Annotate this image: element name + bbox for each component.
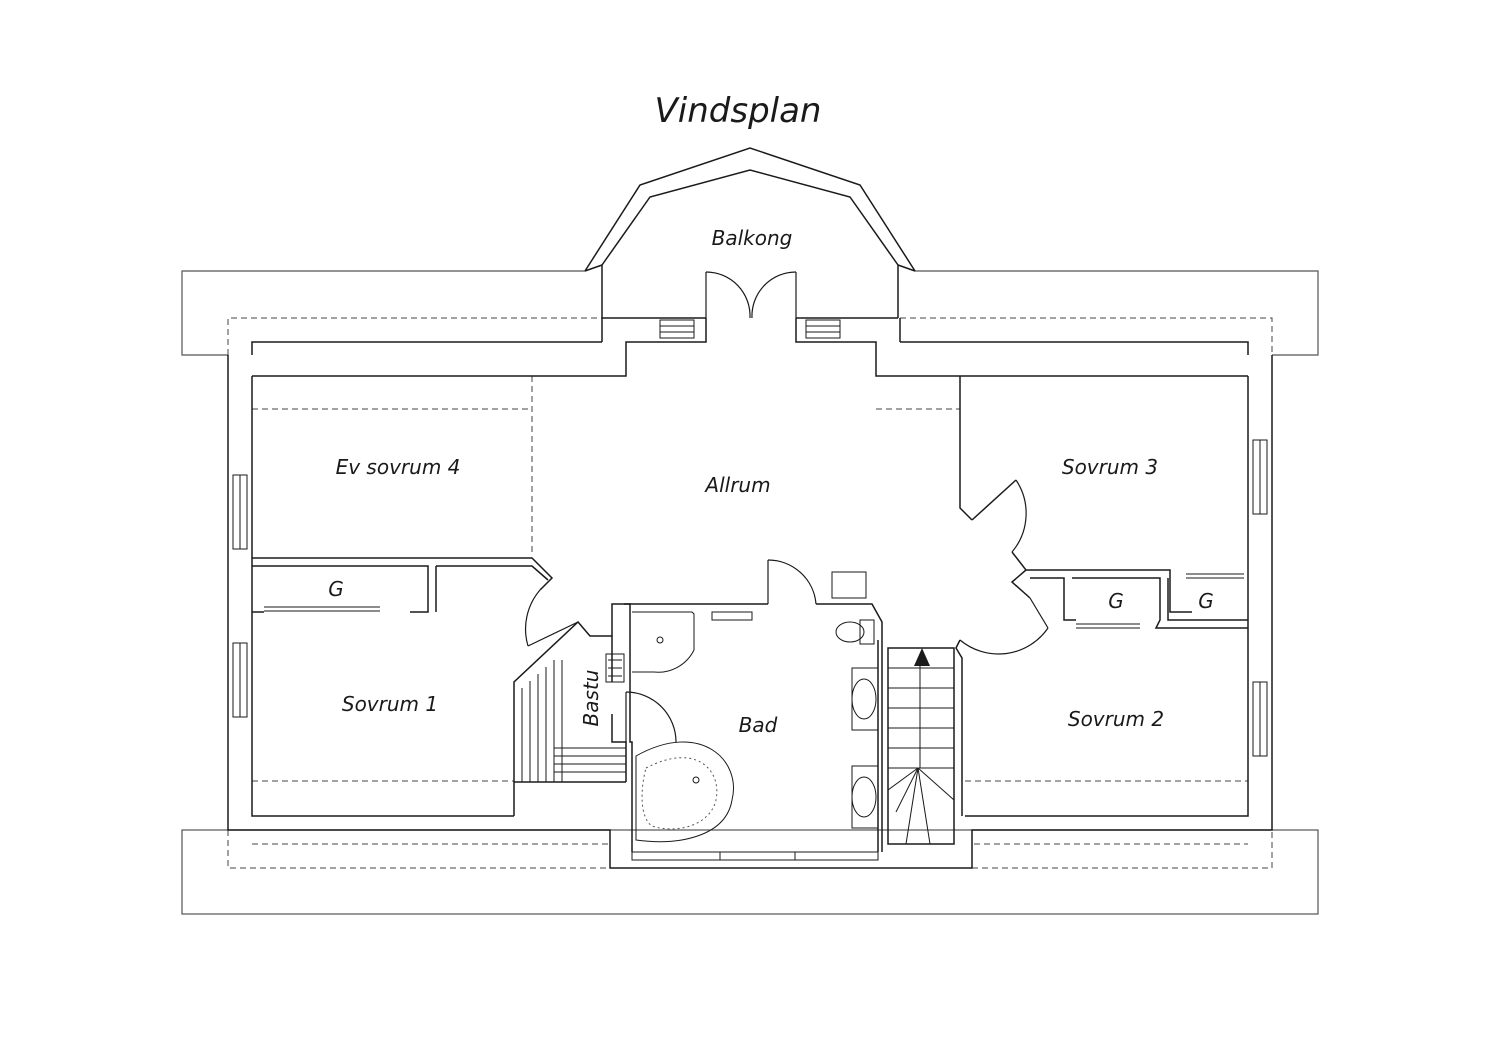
roof-eaves	[181, 270, 1319, 915]
label-sovrum-3: Sovrum 3	[1062, 455, 1158, 479]
label-closet-left: G	[328, 577, 344, 601]
right-interior-walls	[955, 376, 1248, 816]
label-sovrum-1: Sovrum 1	[342, 692, 438, 716]
label-bastu: Bastu	[579, 670, 603, 727]
label-ev-sovrum-4: Ev sovrum 4	[336, 455, 461, 479]
bathroom	[611, 559, 883, 852]
label-balkong: Balkong	[712, 226, 793, 250]
roof-slope-lines	[227, 317, 1273, 869]
label-closet-right-1: G	[1108, 589, 1124, 613]
label-sovrum-2: Sovrum 2	[1068, 707, 1164, 731]
plan-title: Vindsplan	[655, 91, 822, 131]
balcony	[584, 147, 916, 319]
room-labels: Balkong Allrum Ev sovrum 4 Sovrum 1 Sovr…	[328, 226, 1214, 737]
left-interior-walls	[252, 557, 627, 816]
outer-walls	[227, 318, 1273, 869]
sauna-benches	[521, 653, 677, 782]
label-allrum: Allrum	[703, 473, 770, 497]
staircase	[887, 647, 955, 845]
label-closet-right-2: G	[1198, 589, 1214, 613]
label-bad: Bad	[739, 713, 778, 737]
